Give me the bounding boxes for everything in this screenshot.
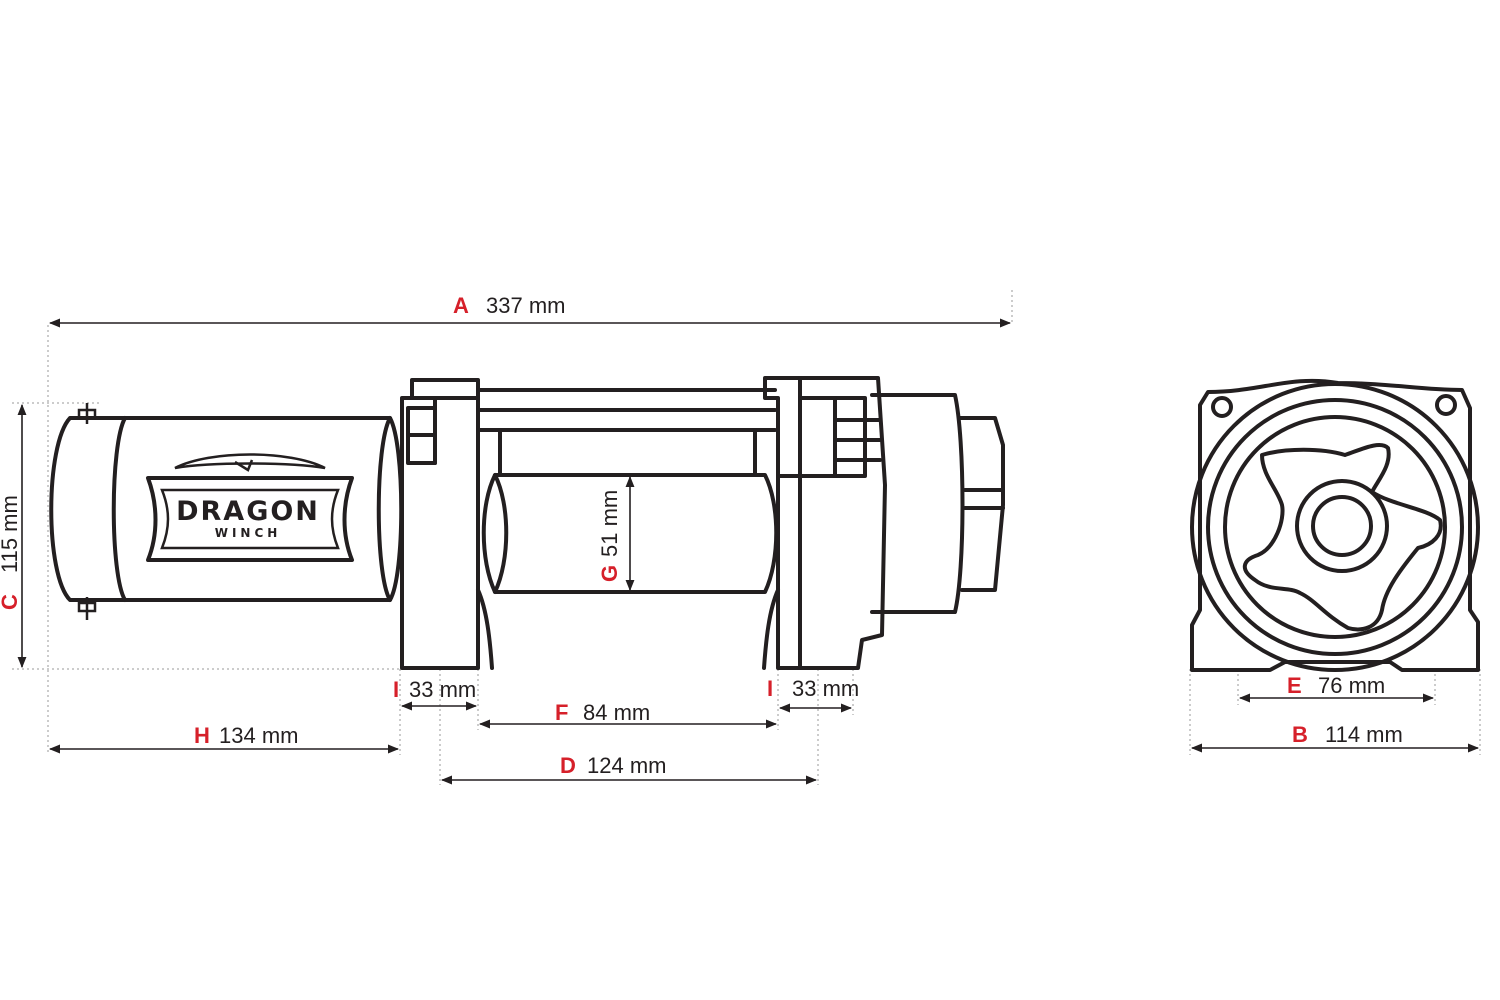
svg-text:C: C <box>0 594 22 610</box>
extension-lines <box>12 290 1481 785</box>
mounting-hole-left <box>1211 396 1233 418</box>
svg-text:76 mm: 76 mm <box>1318 673 1385 698</box>
svg-text:134 mm: 134 mm <box>219 723 298 748</box>
winch-front-view <box>1190 378 1480 672</box>
svg-text:33 mm: 33 mm <box>792 676 859 701</box>
svg-text:I: I <box>767 676 773 701</box>
svg-text:E: E <box>1287 673 1302 698</box>
left-end-plate <box>400 378 480 670</box>
svg-text:337 mm: 337 mm <box>486 293 565 318</box>
mounting-hole-right <box>1435 394 1457 416</box>
svg-text:84 mm: 84 mm <box>583 700 650 725</box>
dim-label-i-right: I 33 mm <box>767 676 859 701</box>
logo-brand-text: DRAGON <box>176 496 320 527</box>
winch-side-view: DRAGON WINCH <box>49 376 1005 670</box>
dim-label-a: A 337 mm <box>453 293 565 318</box>
motor-housing <box>49 416 404 602</box>
brand-logo: DRAGON WINCH <box>146 453 354 562</box>
svg-text:114 mm: 114 mm <box>1325 722 1403 747</box>
svg-text:51 mm: 51 mm <box>597 490 622 557</box>
dim-label-f: F 84 mm <box>555 700 650 725</box>
right-end-plate <box>763 376 887 670</box>
svg-text:D: D <box>560 753 576 778</box>
dim-label-h: H 134 mm <box>194 723 298 748</box>
dimension-lines <box>17 318 1480 785</box>
logo-sub-text: WINCH <box>215 526 282 540</box>
dim-label-c: C 115 mm <box>0 495 22 610</box>
dim-label-i-left: I 33 mm <box>393 677 476 702</box>
dim-label-g: G 51 mm <box>597 490 622 582</box>
winch-drum <box>476 473 780 670</box>
svg-text:115 mm: 115 mm <box>0 495 22 573</box>
tie-bars <box>476 388 777 477</box>
dim-label-d: D 124 mm <box>560 753 666 778</box>
dim-label-e: E 76 mm <box>1287 673 1385 698</box>
svg-text:G: G <box>597 565 622 582</box>
svg-text:H: H <box>194 723 210 748</box>
svg-text:I: I <box>393 677 399 702</box>
dragon-eye-icon <box>174 453 326 470</box>
clutch-knob <box>1242 443 1443 632</box>
gearbox-housing <box>870 393 1005 614</box>
svg-text:124 mm: 124 mm <box>587 753 666 778</box>
svg-text:33 mm: 33 mm <box>409 677 476 702</box>
svg-text:F: F <box>555 700 568 725</box>
dim-label-b: B 114 mm <box>1292 722 1403 747</box>
svg-text:A: A <box>453 293 469 318</box>
svg-text:B: B <box>1292 722 1308 747</box>
motor-terminal-top <box>77 403 97 424</box>
